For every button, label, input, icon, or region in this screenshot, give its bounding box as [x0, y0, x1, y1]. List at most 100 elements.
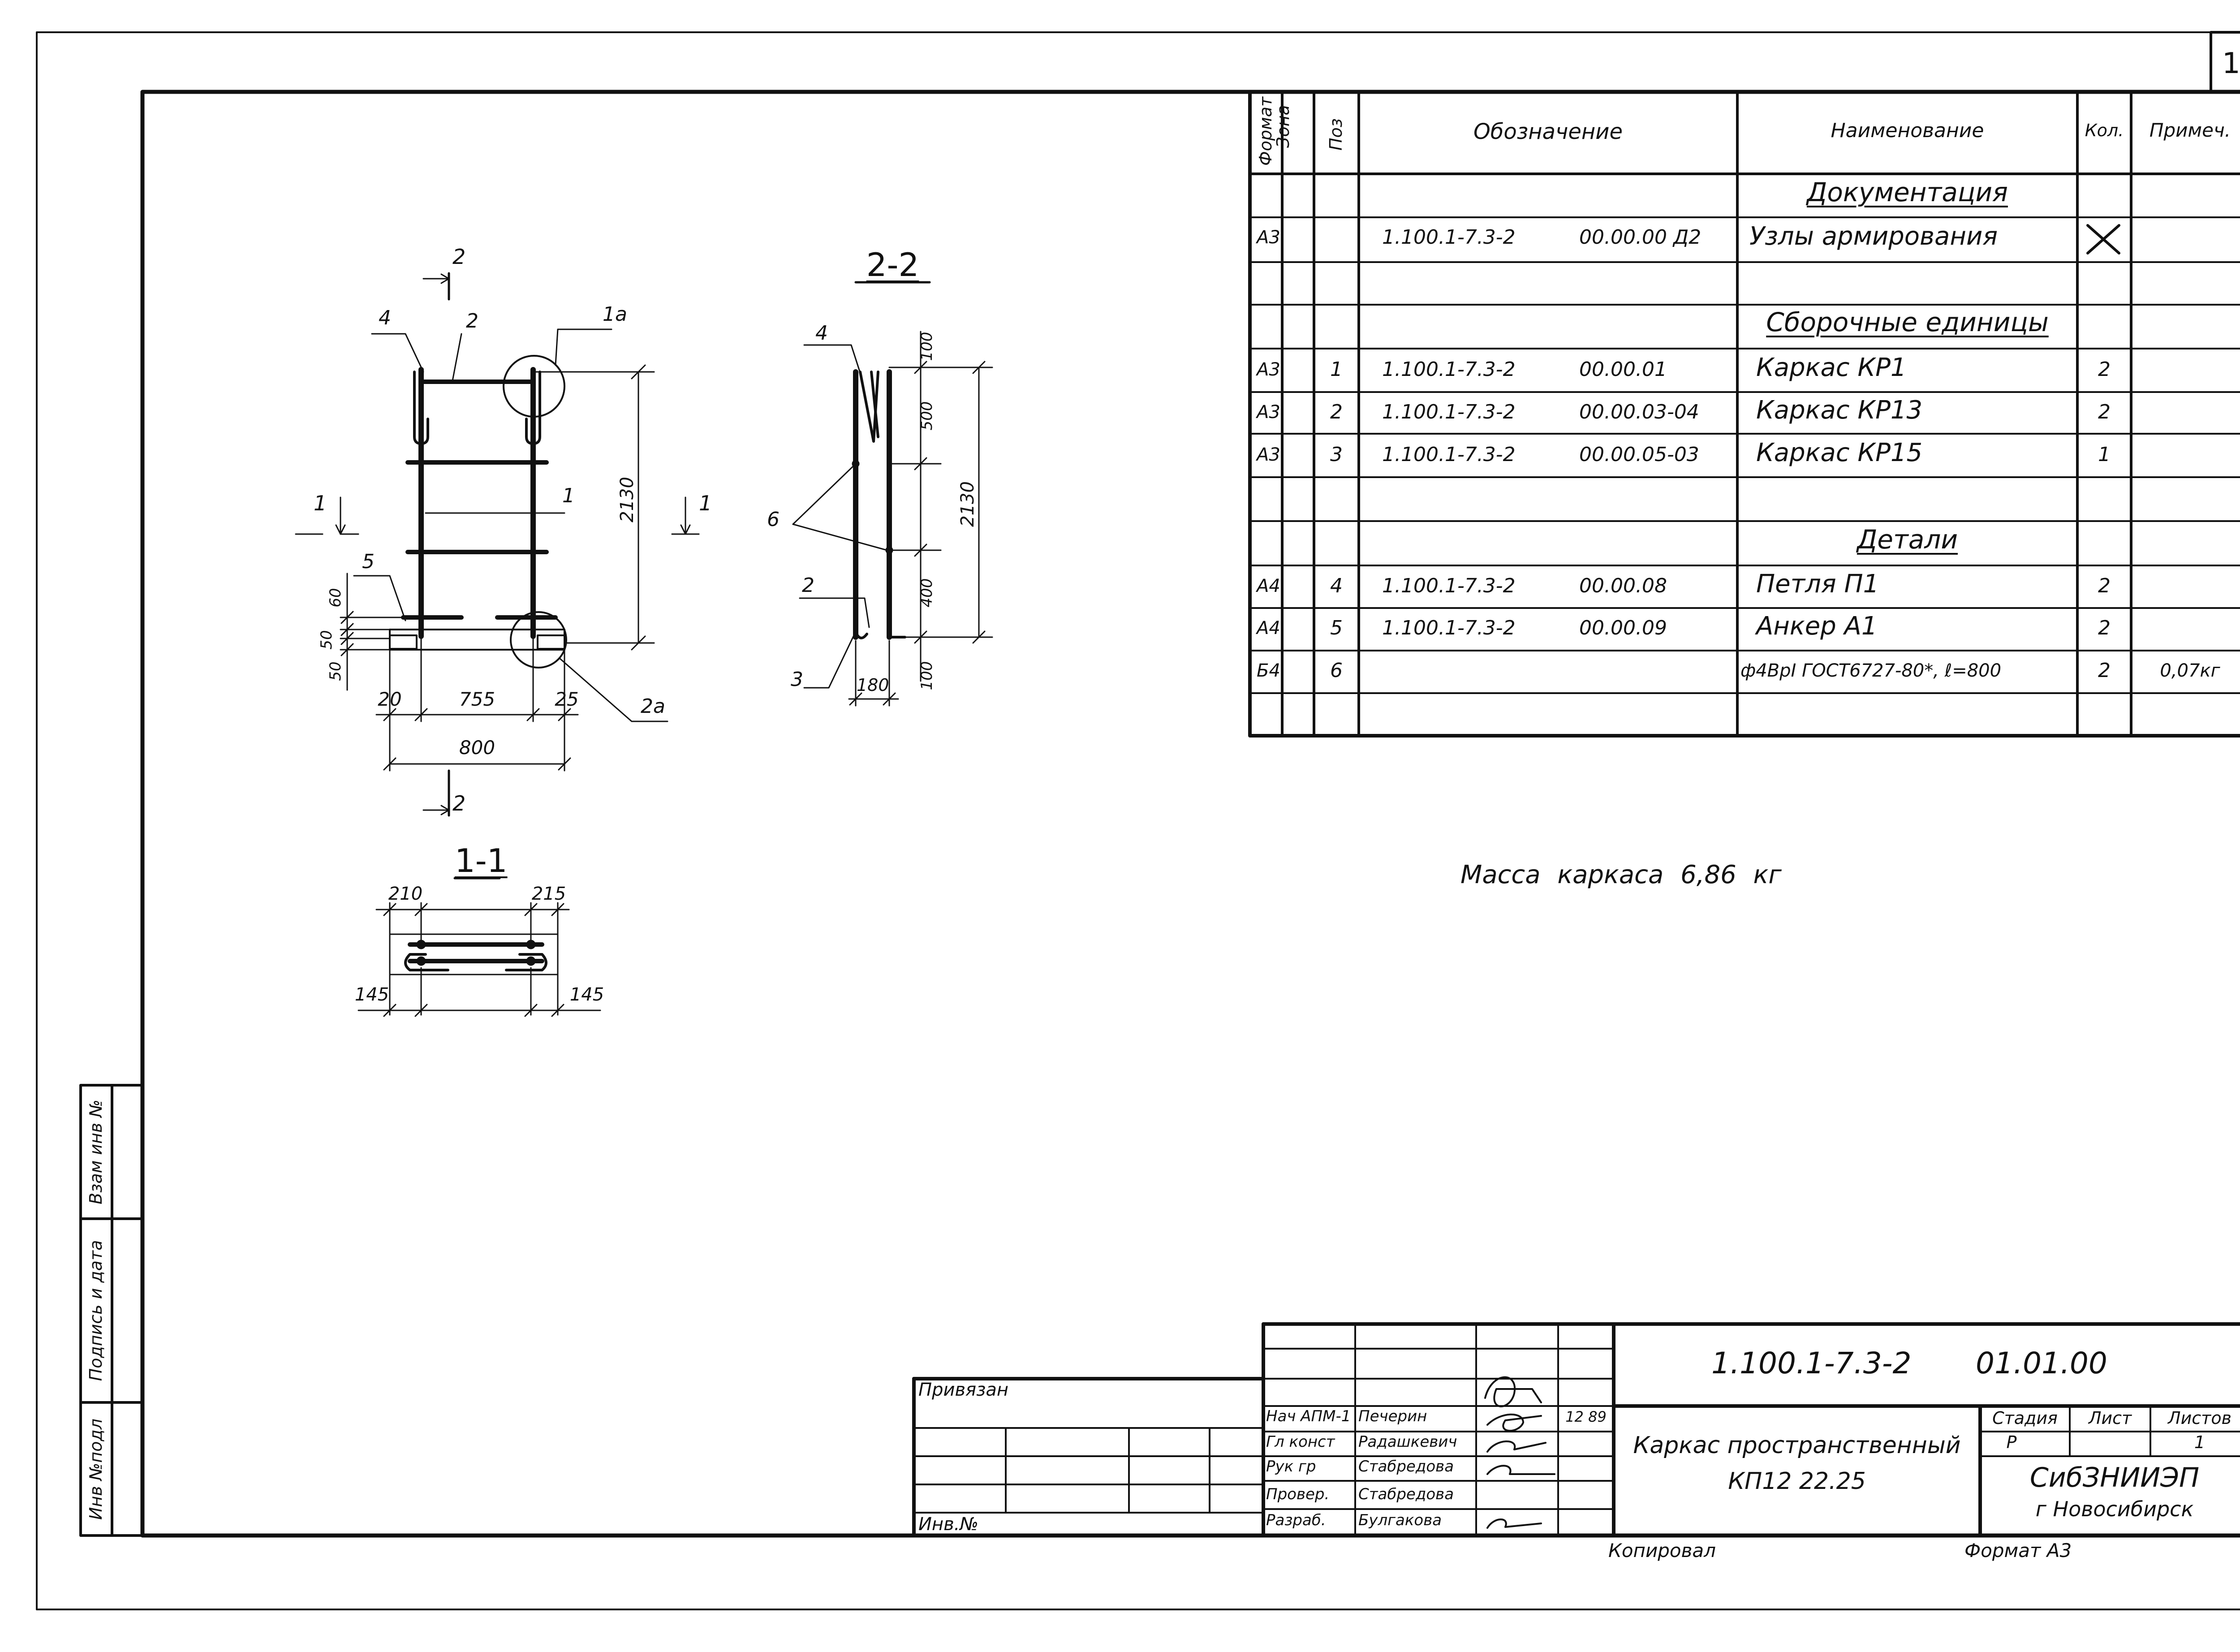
org-line-2: г Новосибирск — [2035, 1497, 2194, 1521]
inv-label: Инв.№ — [918, 1514, 978, 1535]
title-block-lines — [912, 1322, 2240, 1537]
row0-name: Узлы армирования — [1749, 222, 1998, 251]
row2-name: Каркас КР13 — [1756, 396, 1923, 425]
row4-name: Петля П1 — [1756, 569, 1879, 599]
callout-1a: 1а — [603, 303, 627, 326]
title-line-1: Каркас пространственный — [1633, 1432, 1961, 1459]
dim-50a: 50 — [318, 630, 336, 650]
main-view-drawing — [295, 272, 700, 817]
section-2-2-title: 2-2 — [866, 246, 919, 284]
role-1: Гл конст — [1266, 1433, 1335, 1451]
s22-dim-180: 180 — [857, 675, 889, 695]
row4-qty: 2 — [2098, 574, 2111, 597]
section-mark-left: 1 — [314, 491, 327, 515]
sheet-label: Лист — [2088, 1408, 2132, 1428]
s22-callout-4: 4 — [815, 322, 828, 345]
org-line-1: СибЗНИИЭП — [2029, 1462, 2200, 1493]
header-qty: Кол. — [2085, 121, 2124, 140]
row3-format: А3 — [1257, 444, 1280, 465]
s22-dim-400: 400 — [918, 578, 936, 608]
row6-pos: 6 — [1330, 659, 1343, 682]
role-0: Нач АПМ-1 — [1266, 1407, 1351, 1425]
s22-dim-100a: 100 — [918, 332, 936, 361]
header-note: Примеч. — [2149, 119, 2231, 141]
s22-callout-6: 6 — [767, 508, 780, 531]
format-note: Формат А3 — [1964, 1540, 2072, 1561]
section-mark-top: 2 — [452, 245, 466, 269]
section-1-1-drawing — [358, 877, 601, 1017]
row3-code: 00.00.05-03 — [1579, 443, 1699, 466]
header-name: Наименование — [1831, 119, 1984, 142]
stage-label: Стадия — [1992, 1408, 2058, 1428]
row2-qty: 2 — [2098, 401, 2111, 423]
dim-height-2130: 2130 — [617, 477, 638, 522]
tied-label: Привязан — [918, 1380, 1009, 1400]
row1-code: 00.00.01 — [1579, 358, 1667, 381]
mass-note: Масса каркаса 6,86 кг — [1460, 860, 1782, 889]
sheets-total: 1 — [2194, 1432, 2206, 1452]
name-4: Булгакова — [1358, 1511, 1442, 1529]
section-1-1-title: 1-1 — [455, 842, 508, 880]
dim-800: 800 — [459, 737, 495, 759]
s22-dim-2130: 2130 — [957, 481, 978, 527]
row4-format: А4 — [1257, 576, 1280, 596]
date: 12 89 — [1565, 1408, 1607, 1425]
copied-label: Копировал — [1608, 1540, 1716, 1561]
outer-border — [36, 31, 2240, 1610]
row3-qty: 1 — [2098, 443, 2111, 466]
row1-designation: 1.100.1-7.3-2 — [1382, 358, 1516, 381]
row6-qty: 2 — [2098, 659, 2111, 682]
section-assemblies: Сборочные единицы — [1766, 307, 2049, 337]
row1-name: Каркас КР1 — [1756, 353, 1907, 382]
row1-pos: 1 — [1330, 358, 1343, 381]
row4-designation: 1.100.1-7.3-2 — [1382, 574, 1516, 597]
row4-pos: 4 — [1330, 574, 1343, 597]
row6-format: Б4 — [1257, 660, 1280, 681]
callout-1: 1 — [562, 484, 575, 507]
section-details: Детали — [1857, 524, 1958, 555]
s22-dim-100b: 100 — [918, 661, 936, 690]
row5-code: 00.00.09 — [1579, 617, 1667, 639]
section-documentation: Документация — [1807, 177, 2008, 207]
row5-qty: 2 — [2098, 617, 2111, 639]
row3-designation: 1.100.1-7.3-2 — [1382, 443, 1516, 466]
doc-code: 1.100.1-7.3-2 — [1711, 1346, 1912, 1380]
name-0: Печерин — [1358, 1407, 1427, 1425]
row3-name: Каркас КР15 — [1756, 438, 1923, 467]
s22-dim-500: 500 — [918, 401, 936, 431]
row5-format: А4 — [1257, 618, 1280, 638]
role-3: Провер. — [1266, 1485, 1330, 1503]
doc-num: 01.01.00 — [1976, 1346, 2107, 1380]
row6-note: 0,07кг — [2160, 660, 2220, 681]
s22-callout-3: 3 — [791, 668, 803, 691]
s22-callout-2: 2 — [802, 574, 814, 597]
section-mark-bottom: 2 — [452, 791, 466, 815]
callout-4: 4 — [379, 306, 391, 329]
header-format: Формат — [1256, 96, 1275, 166]
row2-code: 00.00.03-04 — [1579, 401, 1699, 423]
row2-pos: 2 — [1330, 401, 1343, 423]
row5-designation: 1.100.1-7.3-2 — [1382, 617, 1516, 639]
row2-format: А3 — [1257, 402, 1280, 423]
side-stamp-inv: Инв №подл — [86, 1419, 106, 1520]
name-2: Стабредова — [1358, 1458, 1454, 1475]
row3-pos: 3 — [1330, 443, 1343, 466]
dim-50b: 50 — [327, 661, 345, 681]
row1-qty: 2 — [2098, 358, 2111, 381]
cross-mark-icon — [2086, 224, 2120, 254]
inner-frame — [140, 90, 2240, 1538]
header-pos: Поз — [1326, 118, 1346, 151]
row5-pos: 5 — [1330, 617, 1343, 639]
row6-name: ф4ВрI ГОСТ6727-80*, ℓ=800 — [1740, 660, 2002, 681]
s11-dim-210: 210 — [388, 884, 423, 904]
dim-755: 755 — [459, 688, 495, 710]
role-4: Разраб. — [1266, 1511, 1326, 1529]
header-zone: Зона — [1273, 105, 1293, 148]
sheet-number: 12 — [2222, 47, 2240, 80]
s11-dim-145b: 145 — [569, 984, 604, 1005]
row0-format: А3 — [1257, 227, 1280, 248]
spec-table-lines — [1248, 90, 2240, 738]
role-2: Рук гр — [1266, 1458, 1316, 1475]
